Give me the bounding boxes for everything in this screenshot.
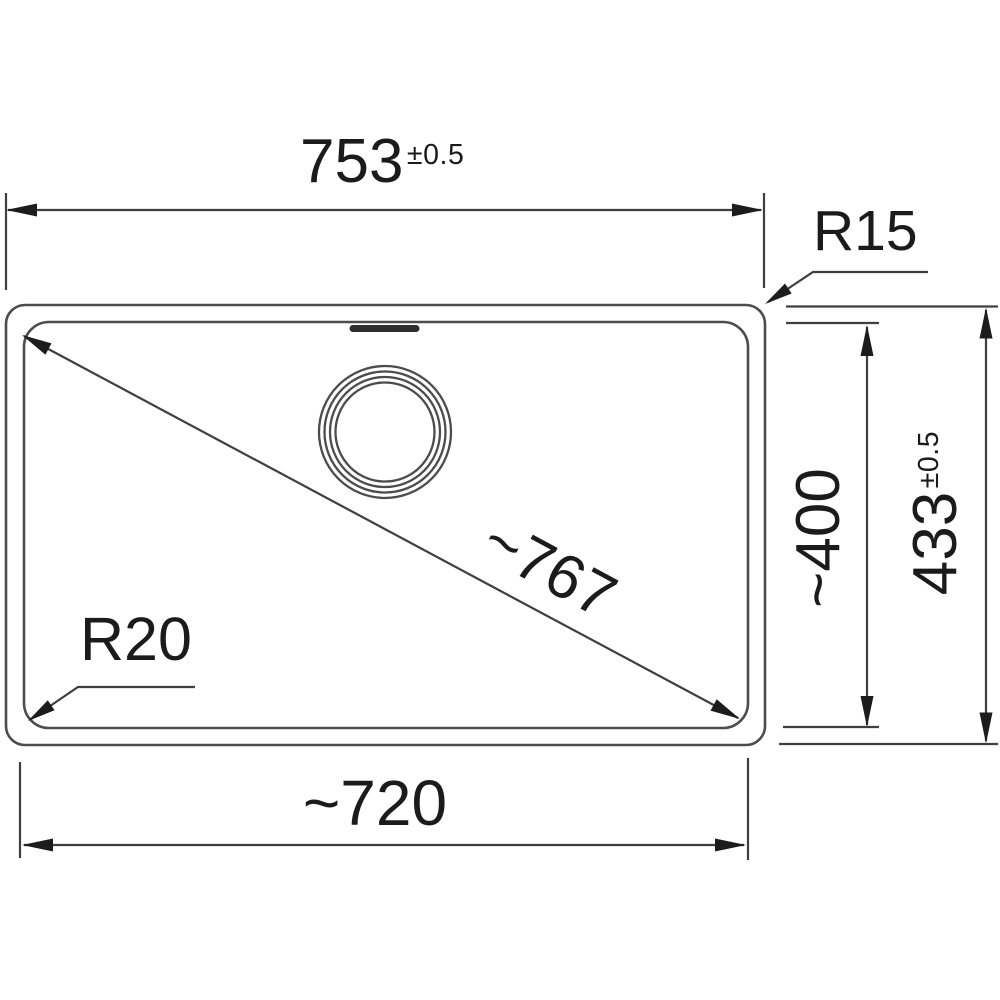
arrow-down-outer-height	[979, 712, 993, 744]
leader-r20	[30, 685, 195, 720]
extension-lines-right	[779, 305, 998, 746]
arrow-down-inner-height	[860, 696, 874, 727]
dimension-top-width	[4, 193, 766, 290]
outer-height-value: 433	[901, 491, 970, 596]
arrow-left-inner-width	[22, 838, 53, 852]
dimension-diagonal	[23, 335, 739, 719]
label-inner-width: ~720	[302, 767, 448, 839]
arrow-up-outer-height	[979, 307, 993, 339]
label-inner-corner-radius: R20	[80, 605, 192, 673]
sink-inner-outline	[22, 320, 750, 730]
arrow-r20	[28, 700, 55, 721]
dimension-inner-width	[18, 758, 750, 860]
arrow-topleft-diagonal	[22, 335, 52, 355]
arrow-bottomright-diagonal	[710, 699, 740, 719]
arrow-up-inner-height	[860, 325, 874, 356]
sink-outer-outline	[4, 303, 767, 747]
arrow-r15	[765, 283, 792, 304]
label-outer-height: 433±0.5	[901, 430, 970, 595]
leader-r15	[767, 270, 928, 303]
label-top-width: 753±0.5	[300, 131, 464, 193]
label-inner-height: ~400	[784, 468, 853, 608]
arrow-left-top-width	[6, 203, 37, 217]
outer-height-tolerance: ±0.5	[913, 430, 946, 489]
arrow-right-top-width	[732, 203, 763, 217]
drain-circle	[317, 364, 453, 500]
top-width-value: 753	[300, 127, 404, 196]
top-width-tolerance: ±0.5	[406, 139, 465, 172]
label-outer-corner-radius: R15	[813, 199, 918, 263]
arrow-right-inner-width	[715, 838, 746, 852]
